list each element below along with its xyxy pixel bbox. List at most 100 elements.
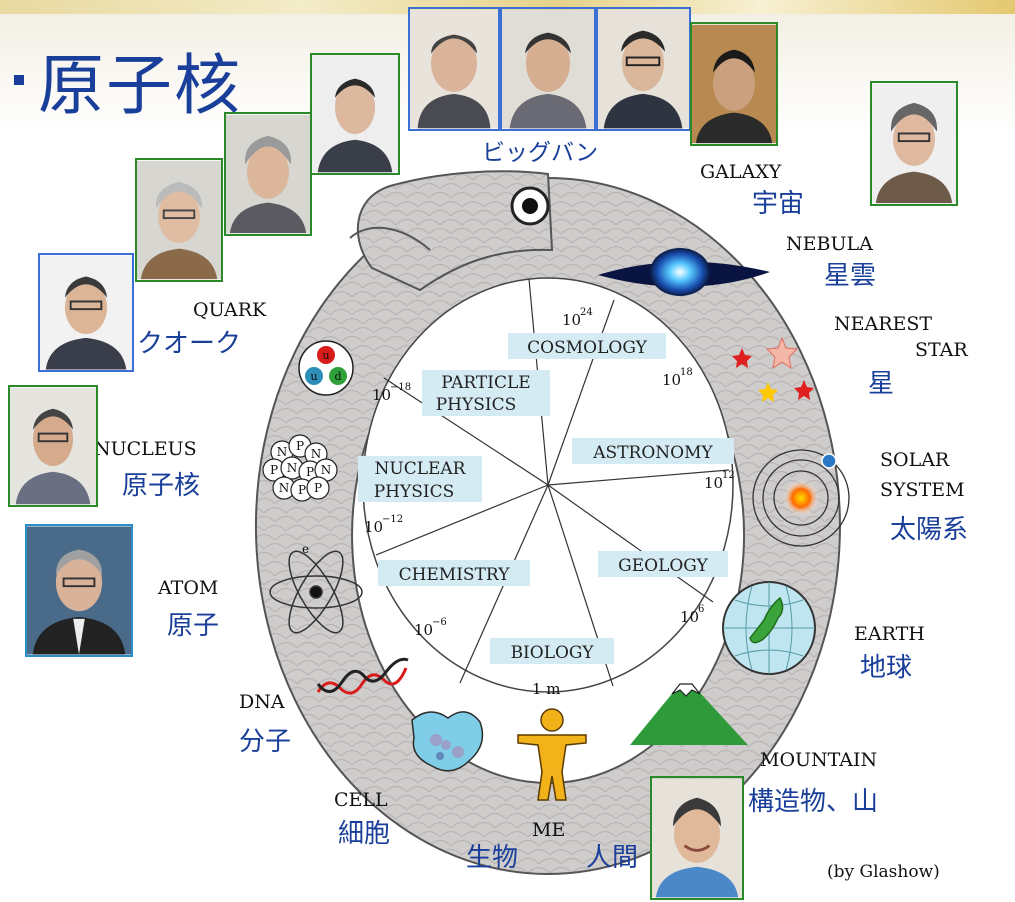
svg-text:10: 10: [704, 474, 723, 492]
scale-1e24: 10 24: [562, 307, 593, 329]
scale-1m: 1 m: [532, 680, 561, 698]
portrait-photo: [224, 112, 312, 236]
svg-text:P: P: [298, 483, 306, 497]
dna-icon: [316, 657, 409, 695]
label-galaxy-en: GALAXY: [700, 161, 782, 183]
portrait-photo: [690, 22, 778, 146]
svg-text:GEOLOGY: GEOLOGY: [618, 556, 708, 576]
snake-jaw: [349, 226, 431, 251]
label-nebula-jp: 星雲: [824, 261, 876, 291]
label-star-jp: 星: [868, 369, 894, 399]
label-solar-en: SOLAR: [880, 449, 950, 471]
label-nearest-en: NEAREST: [834, 313, 932, 335]
field-nuclear-physics: NUCLEAR PHYSICS: [358, 456, 482, 502]
svg-text:P: P: [306, 465, 314, 479]
label-atom-jp: 原子: [167, 611, 219, 641]
label-mountain-en: MOUNTAIN: [760, 749, 877, 771]
eye-icon: [510, 186, 550, 226]
svg-text:NUCLEAR: NUCLEAR: [375, 459, 467, 479]
earth-icon: [722, 581, 816, 675]
svg-text:−6: −6: [432, 617, 447, 628]
portrait-photo: [25, 524, 133, 657]
label-quark-en: QUARK: [193, 299, 267, 321]
label-nucleus-jp: 原子核: [122, 471, 200, 501]
scale-1e12: 10 12: [704, 470, 735, 492]
field-astronomy: ASTRONOMY: [572, 438, 734, 464]
portrait-photo: [870, 81, 958, 206]
svg-text:u: u: [310, 370, 317, 383]
svg-text:−18: −18: [390, 382, 411, 393]
field-cosmology: COSMOLOGY: [508, 333, 666, 359]
svg-text:N: N: [311, 447, 322, 461]
portrait-photo: [38, 253, 134, 372]
svg-text:N: N: [287, 461, 298, 475]
label-me-jp2: 人間: [586, 843, 638, 873]
label-nucleus-en: NUCLEUS: [94, 438, 197, 460]
atom-icon: e: [269, 542, 363, 634]
label-solar-jp: 太陽系: [890, 515, 968, 545]
field-chemistry: CHEMISTRY: [378, 560, 530, 586]
nucleus-icon: N P N P N P N N P P: [262, 434, 338, 502]
svg-text:10: 10: [662, 371, 681, 389]
label-me-en: ME: [532, 819, 565, 841]
credit: (by Glashow): [827, 862, 940, 882]
label-star-en: STAR: [915, 339, 968, 361]
svg-text:10: 10: [562, 311, 581, 329]
field-particle-physics: PARTICLE PHYSICS: [422, 370, 550, 416]
svg-text:P: P: [270, 463, 278, 477]
scale-1e6: 10 6: [680, 604, 704, 626]
svg-text:10: 10: [364, 518, 383, 536]
svg-text:12: 12: [722, 470, 735, 481]
label-quark-jp: クオーク: [137, 329, 241, 359]
label-cell-en: CELL: [334, 789, 388, 811]
svg-text:18: 18: [680, 367, 693, 378]
label-nebula-en: NEBULA: [786, 233, 873, 255]
portrait-photo: [135, 158, 223, 282]
portrait-photo: [408, 7, 500, 131]
svg-text:10: 10: [680, 608, 699, 626]
svg-text:BIOLOGY: BIOLOGY: [511, 643, 595, 663]
label-bigbang: ビッグバン: [482, 140, 598, 166]
person-icon: [517, 708, 587, 801]
svg-text:10: 10: [372, 386, 391, 404]
stars-icon: [732, 336, 814, 402]
scale-1e-12: 10 −12: [364, 514, 403, 536]
svg-text:PHYSICS: PHYSICS: [374, 482, 455, 502]
portrait-photo: [310, 53, 400, 175]
galaxy-icon: [598, 248, 770, 296]
svg-text:P: P: [314, 481, 322, 495]
title-text: 原子核: [38, 47, 242, 124]
scale-1e-6: 10 −6: [414, 617, 447, 639]
field-geology: GEOLOGY: [598, 551, 728, 577]
page-title: 原子核: [14, 32, 242, 128]
svg-text:N: N: [321, 463, 332, 477]
svg-text:COSMOLOGY: COSMOLOGY: [527, 338, 647, 358]
svg-text:10: 10: [414, 621, 433, 639]
label-galaxy-jp: 宇宙: [752, 189, 804, 219]
title-bullet: [14, 74, 24, 85]
svg-text:−12: −12: [382, 514, 403, 525]
label-dna-en: DNA: [239, 691, 285, 713]
label-earth-en: EARTH: [854, 623, 925, 645]
svg-text:6: 6: [698, 604, 704, 615]
svg-text:ASTRONOMY: ASTRONOMY: [592, 443, 713, 463]
portrait-photo: [650, 776, 744, 900]
svg-text:d: d: [334, 370, 341, 383]
portrait-photo: [596, 7, 691, 131]
label-me-jp1: 生物: [466, 843, 518, 873]
mountain-icon: [630, 683, 748, 745]
svg-text:N: N: [277, 445, 288, 459]
svg-text:CHEMISTRY: CHEMISTRY: [399, 565, 511, 585]
field-biology: BIOLOGY: [490, 638, 614, 664]
label-mountain-jp: 構造物、山: [748, 787, 878, 817]
svg-text:24: 24: [580, 307, 593, 318]
label-cell-jp: 細胞: [338, 819, 390, 849]
scale-1e18: 10 18: [662, 367, 693, 389]
label-earth-jp: 地球: [860, 653, 912, 683]
quark-icon: u u d: [298, 340, 354, 396]
label-system-en: SYSTEM: [880, 479, 965, 501]
solar-system-icon: [752, 449, 850, 547]
svg-text:e: e: [302, 542, 309, 556]
svg-text:PARTICLE: PARTICLE: [441, 373, 530, 393]
